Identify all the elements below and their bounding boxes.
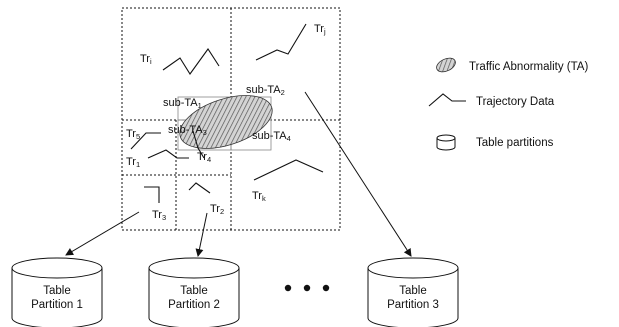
label-sub-ta-1: sub-TA1	[163, 97, 202, 110]
legend-trajectory-label: Trajectory Data	[476, 96, 555, 108]
label-tr-2: Tr2	[210, 203, 224, 216]
trajectory-tr-i	[162, 48, 220, 75]
table-partition-1: Table Partition 1	[11, 257, 103, 327]
label-tr-4: Tr4	[197, 151, 211, 164]
arrow-to-partition-1	[65, 211, 140, 256]
trajectory-tr-3	[144, 186, 160, 203]
label-tr-1: Tr1	[126, 156, 140, 169]
ellipsis-dots	[284, 284, 330, 292]
label-sub-ta-4: sub-TA4	[252, 130, 291, 143]
legend-ta-swatch	[436, 57, 456, 73]
arrow-to-partition-2	[195, 212, 208, 257]
trajectory-tr-k	[253, 159, 324, 181]
partition-1-line2: Partition 1	[31, 299, 83, 311]
trajectory-tr-5	[130, 132, 161, 150]
table-partition-3: Table Partition 3	[367, 257, 459, 327]
legend-ta-label: Traffic Abnormality (TA)	[469, 61, 588, 73]
trajectory-tr-4	[192, 130, 205, 159]
arrow-to-partition-3	[304, 91, 412, 257]
partition-3-line2: Partition 3	[387, 299, 439, 311]
label-tr-i: Tri	[140, 53, 152, 66]
table-partition-2: Table Partition 2	[148, 257, 240, 327]
partition-2-line2: Partition 2	[168, 299, 220, 311]
partition-2-line1: Table	[180, 285, 208, 297]
trajectory-tr-j	[255, 23, 307, 61]
trajectory-tr-2	[188, 182, 211, 194]
label-tr-3: Tr3	[152, 209, 166, 222]
label-sub-ta-2: sub-TA2	[246, 84, 285, 97]
partition-3-line1: Table	[399, 285, 427, 297]
label-sub-ta-3: sub-TA3	[168, 124, 207, 137]
label-tr-5: Tr5	[126, 128, 140, 141]
traffic-abnormality-region	[179, 95, 273, 149]
legend-trajectory-icon	[428, 93, 466, 107]
legend: Traffic Abnormality (TA) Trajectory Data…	[428, 57, 588, 151]
label-tr-k: Trk	[252, 190, 266, 203]
partition-1-line1: Table	[43, 285, 71, 297]
trajectory-tr-1	[147, 149, 189, 159]
legend-table-label: Table partitions	[476, 137, 554, 149]
label-tr-j: Trj	[314, 23, 326, 36]
